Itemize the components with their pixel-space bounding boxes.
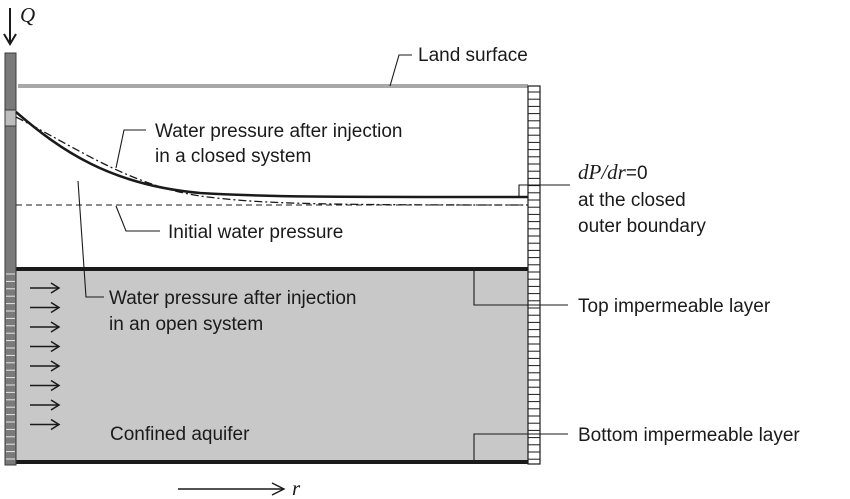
- flow-arrow: [30, 418, 61, 431]
- leader-open-system: [77, 180, 104, 298]
- leader-initial-pressure: [115, 205, 160, 232]
- boundary-condition-derivative: dP/dr: [578, 160, 627, 184]
- radial-direction-arrow: [178, 482, 286, 496]
- flow-arrow: [30, 321, 61, 333]
- confined-aquifer-region: [16, 268, 528, 462]
- label-boundary-line3: outer boundary: [578, 216, 706, 237]
- label-open-system-line1: Water pressure after injection: [109, 288, 356, 309]
- closed-system-pressure-curve: [15, 111, 529, 199]
- label-boundary-condition: dP/dr=0: [578, 160, 648, 184]
- flow-arrow: [30, 399, 61, 411]
- leader-lines: [77, 54, 570, 462]
- flow-arrows: [30, 282, 61, 431]
- injection-flow-arrow: [3, 8, 17, 46]
- boundary-condition-value: =0: [626, 163, 648, 184]
- injection-well: [4, 52, 17, 466]
- closed-outer-boundary: [527, 85, 541, 465]
- well-screen-ticks: [6, 273, 15, 460]
- well-water-column: [4, 109, 17, 127]
- leader-bottom-layer: [473, 433, 568, 462]
- label-boundary-line2: at the closed: [578, 190, 686, 211]
- label-initial-pressure: Initial water pressure: [168, 222, 343, 243]
- leader-boundary: [518, 184, 570, 197]
- flow-arrow: [30, 282, 61, 294]
- leader-closed-system: [115, 129, 146, 169]
- open-system-pressure-curve: [15, 116, 529, 206]
- label-aquifer: Confined aquifer: [110, 424, 250, 445]
- flow-arrow: [30, 379, 61, 392]
- label-top-layer: Top impermeable layer: [578, 296, 771, 317]
- well-casing: [4, 52, 17, 466]
- label-land-surface: Land surface: [418, 45, 528, 66]
- label-closed-system-line2: in a closed system: [155, 146, 311, 167]
- label-open-system-line2: in an open system: [109, 314, 263, 335]
- leader-top-layer: [473, 270, 568, 306]
- flow-arrow: [30, 301, 61, 314]
- leader-land-surface: [389, 54, 412, 87]
- radial-axis-symbol: r: [292, 476, 301, 499]
- flow-rate-symbol: Q: [20, 3, 35, 27]
- boundary-hatch: [528, 91, 540, 460]
- flow-arrow: [30, 340, 61, 353]
- flow-arrow: [30, 360, 61, 372]
- label-closed-system-line1: Water pressure after injection: [155, 121, 402, 142]
- label-bottom-layer: Bottom impermeable layer: [578, 425, 800, 446]
